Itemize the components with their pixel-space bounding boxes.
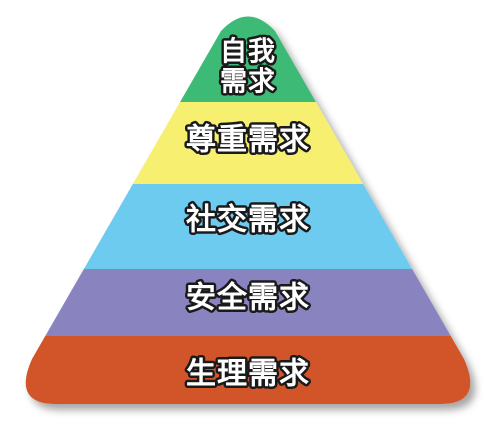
tier-label-physiological: 生理需求 — [186, 357, 310, 392]
tier-label-self-actualization-line1: 自我 — [220, 36, 276, 68]
tier-band-safety — [25, 269, 471, 336]
tier-band-physiological — [25, 336, 471, 404]
tier-label-esteem: 尊重需求 — [186, 123, 310, 158]
tier-label-safety: 安全需求 — [186, 281, 310, 316]
tier-label-self-actualization-line2: 需求 — [220, 67, 276, 98]
tier-label-social: 社交需求 — [186, 203, 310, 238]
